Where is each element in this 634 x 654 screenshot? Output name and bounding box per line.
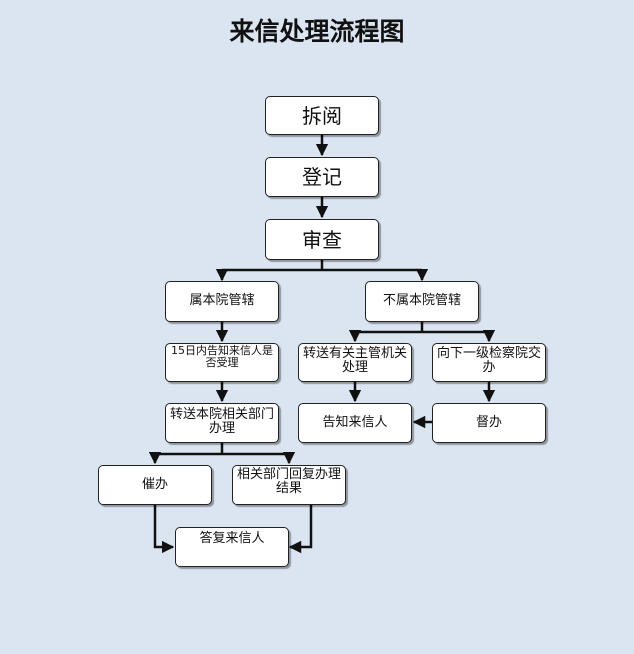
arrow-urge-reply bbox=[153, 505, 175, 554]
node-forward-internal: 转送本院相关部门办理 bbox=[165, 403, 279, 443]
page-title: 来信处理流程图 bbox=[229, 17, 405, 46]
arrow-review-split bbox=[222, 260, 422, 272]
node-register: 登记 bbox=[265, 157, 379, 197]
arrow-no-split bbox=[355, 322, 489, 334]
node-forward-external: 转送有关主管机关处理 bbox=[298, 343, 412, 382]
node-reply-sender: 答复来信人 bbox=[175, 527, 289, 567]
node-urge: 催办 bbox=[98, 465, 212, 505]
node-review: 审查 bbox=[265, 219, 379, 260]
node-jurisdiction-no: 不属本院管辖 bbox=[365, 281, 479, 322]
node-notify-sender: 告知来信人 bbox=[298, 403, 412, 443]
node-dept-reply: 相关部门回复办理结果 bbox=[232, 465, 346, 505]
node-open: 拆阅 bbox=[265, 96, 379, 135]
node-notify-15-days: 15日内告知来信人是否受理 bbox=[165, 343, 279, 382]
arrow-internal-split bbox=[155, 443, 289, 456]
arrow-dept-reply-reply bbox=[288, 505, 313, 554]
node-lower-procuratorate: 向下一级检察院交办 bbox=[432, 343, 546, 382]
node-jurisdiction-yes: 属本院管辖 bbox=[165, 281, 279, 322]
node-supervise: 督办 bbox=[432, 403, 546, 443]
